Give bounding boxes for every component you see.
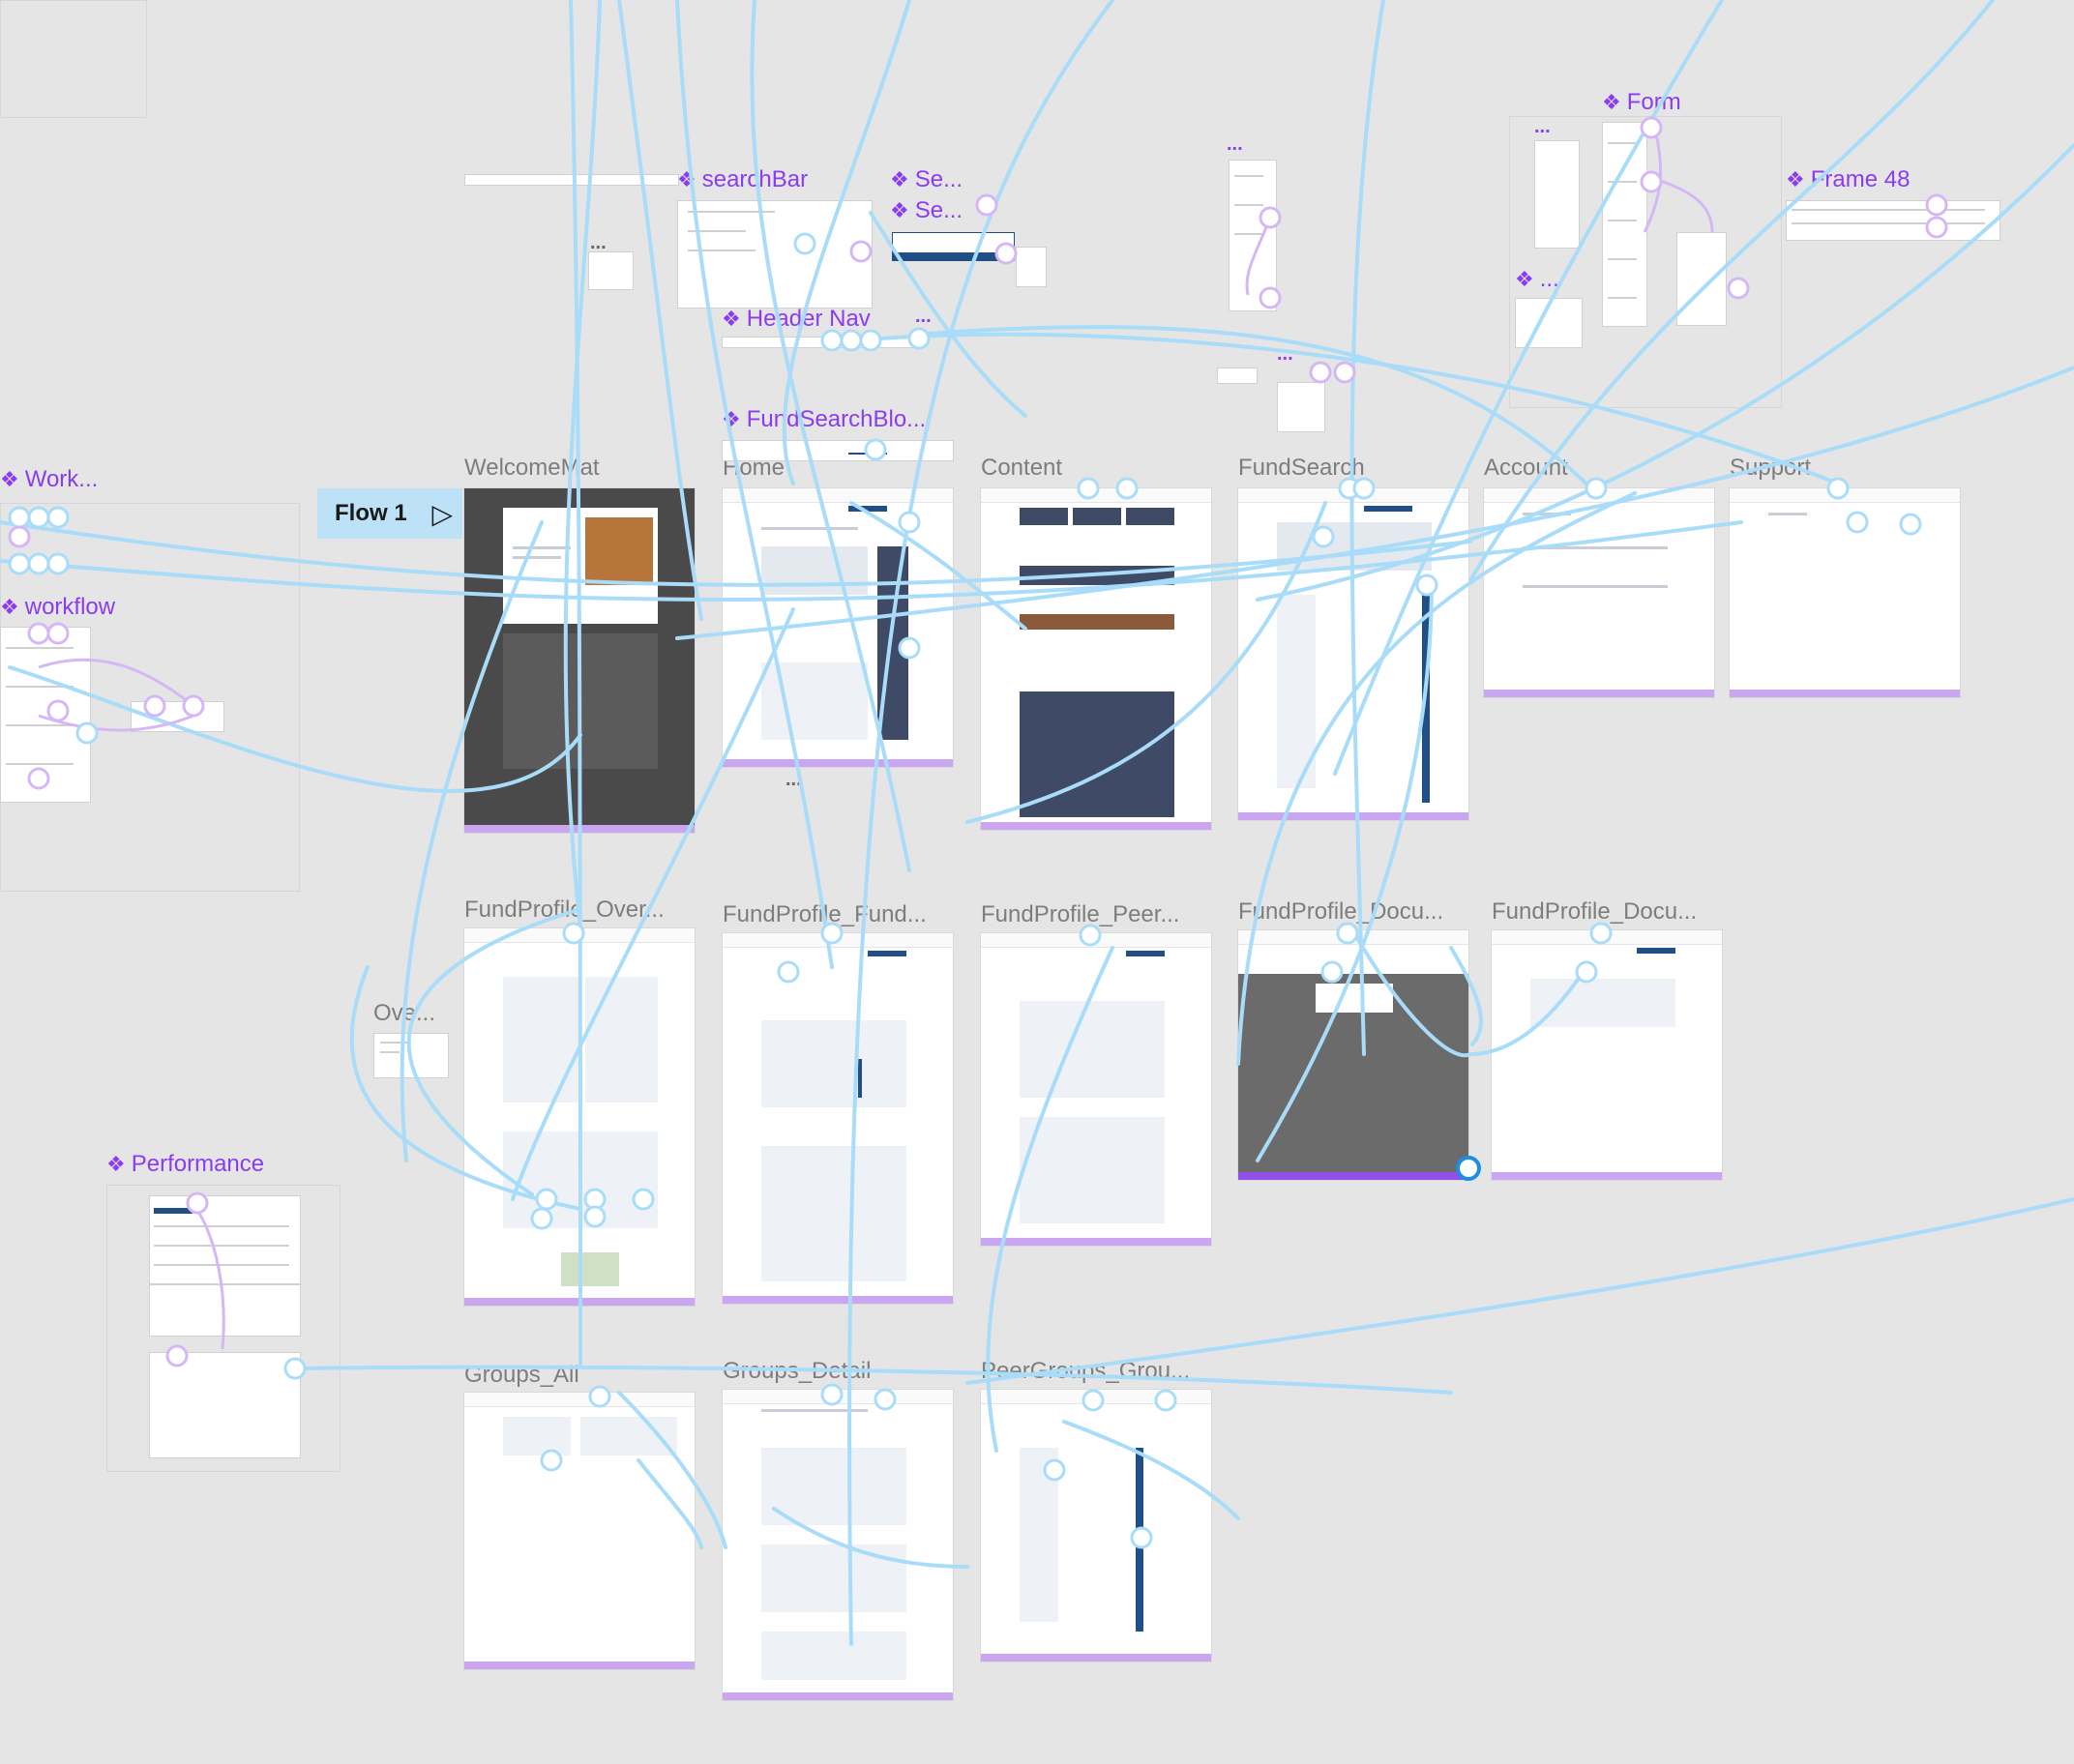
connection-handle [1899, 513, 1922, 536]
connection-handle [8, 525, 31, 548]
connection-handle [1925, 216, 1948, 239]
connection-handle [849, 240, 873, 263]
connection-handle [898, 636, 921, 660]
connection-handle [182, 694, 205, 718]
connection-handle [75, 721, 99, 745]
connection-handle [186, 1191, 209, 1215]
connection-handle [1333, 361, 1356, 384]
connection-handle [588, 1385, 611, 1408]
ellipsis-label: ... [1227, 133, 1243, 155]
connection-handle [27, 622, 50, 645]
connection-handle [46, 699, 70, 722]
connection-handle [1259, 206, 1282, 229]
connection-handle [1336, 922, 1359, 945]
connection-handle [1312, 525, 1335, 548]
component-performance-grid[interactable] [149, 1352, 301, 1458]
connection-handle [1585, 477, 1608, 500]
connection-handle [820, 329, 844, 352]
connection-handle [1352, 477, 1376, 500]
component-icon: ❖ [106, 1152, 126, 1176]
connection-handle [1081, 1389, 1105, 1412]
connection-handle [1115, 477, 1139, 500]
connection-handle [864, 438, 887, 461]
connection-handle [1846, 511, 1869, 534]
component-work-title[interactable]: ❖Work... [0, 466, 99, 492]
connection-handle [540, 1449, 563, 1472]
connection-handle [27, 552, 50, 575]
connection-handle [8, 506, 31, 529]
section-outline [106, 1185, 341, 1472]
connection-handle [1077, 477, 1100, 500]
connection-handle [46, 506, 70, 529]
connection-handle [1640, 116, 1663, 139]
component-icon: ❖ [0, 467, 19, 491]
connection-handle [1259, 286, 1282, 309]
connection-handle [27, 767, 50, 790]
connection-handle [820, 922, 844, 945]
connection-handle [1925, 193, 1948, 217]
connection-handle [975, 193, 998, 217]
connection-handle [793, 232, 816, 255]
connection-handle [46, 622, 70, 645]
selected-connection-handle [1456, 1156, 1481, 1181]
connection-handle [1309, 361, 1332, 384]
connection-handle [840, 329, 863, 352]
connection-handle [1320, 960, 1344, 984]
connection-handle [46, 552, 70, 575]
connection-handle [27, 506, 50, 529]
connection-handle [562, 922, 585, 945]
connection-handle [777, 960, 800, 984]
connection-handle [8, 552, 31, 575]
section-outline [0, 0, 147, 118]
connection-handle [1154, 1389, 1177, 1412]
connection-handle [820, 1383, 844, 1406]
connection-handle [907, 327, 931, 350]
connection-handle [143, 694, 166, 718]
connection-handle [583, 1205, 607, 1228]
connection-handle [530, 1207, 553, 1230]
connection-handle [1079, 924, 1102, 947]
connection-handle [898, 511, 921, 534]
connection-handle [859, 329, 882, 352]
connection-handle [1575, 960, 1598, 984]
connection-handle [632, 1188, 655, 1211]
connection-handle [1043, 1458, 1066, 1482]
connection-handle [874, 1388, 897, 1411]
connection-handle [1727, 277, 1750, 300]
component-performance-title[interactable]: ❖Performance [106, 1151, 265, 1177]
connection-handle [1640, 170, 1663, 193]
connection-handle [1826, 477, 1850, 500]
connection-handle [535, 1188, 558, 1211]
connection-handle [994, 242, 1018, 265]
connection-handle [1415, 573, 1438, 597]
connection-handle [1130, 1526, 1153, 1549]
connection-handle [1589, 922, 1613, 945]
connection-handle [283, 1357, 307, 1380]
connection-handle [165, 1344, 189, 1367]
